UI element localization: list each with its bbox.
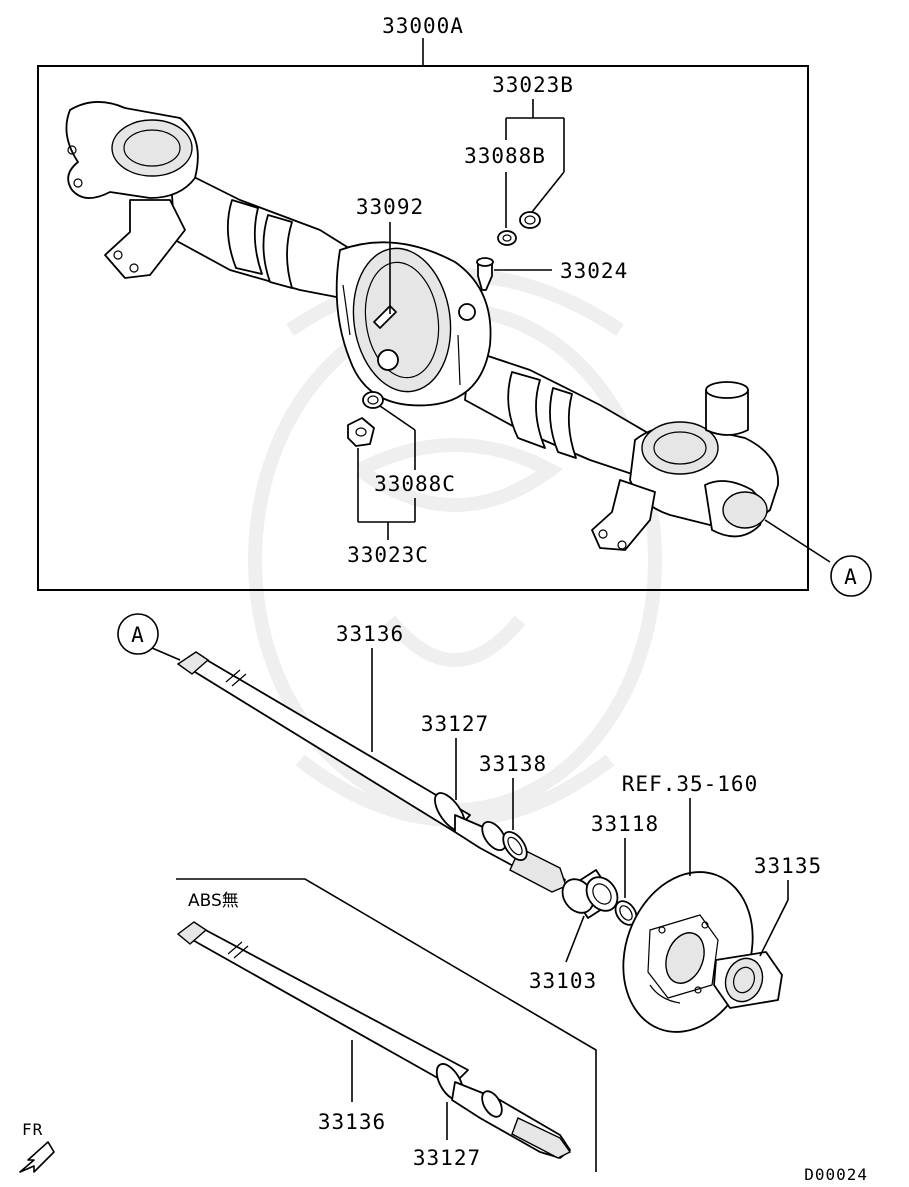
callout-33118: 33118	[591, 812, 659, 836]
svg-text:A: A	[131, 623, 145, 647]
brake-backing-plate	[622, 871, 754, 1033]
variant-label: ABS無	[188, 891, 239, 911]
callout-33136-upper: 33136	[336, 622, 404, 646]
callout-33127-upper: 33127	[421, 712, 489, 736]
callout-33135: 33135	[754, 854, 822, 878]
gasket-bottom	[362, 391, 384, 409]
callout-33023c: 33023C	[347, 543, 429, 567]
callout-33088c: 33088C	[374, 472, 456, 496]
callout-33023b: 33023B	[492, 73, 574, 97]
axle-shaft-lower	[176, 921, 572, 1159]
diagram-code: D00024	[804, 1165, 868, 1184]
callout-33138: 33138	[479, 752, 547, 776]
callout-33127-lower: 33127	[413, 1146, 481, 1170]
gasket-top	[497, 230, 517, 246]
direction-label: FR	[22, 1120, 43, 1139]
callout-ref-35-160: REF.35-160	[622, 772, 758, 796]
bearing-retainer-ring	[502, 831, 528, 861]
callout-33088b: 33088B	[464, 144, 546, 168]
callout-33136-lower: 33136	[318, 1110, 386, 1134]
connector-marker-left: A	[117, 613, 159, 655]
callout-33024: 33024	[560, 259, 628, 283]
drain-plug-bottom	[347, 417, 375, 447]
front-direction-arrow: FR	[19, 1120, 55, 1173]
callout-33092: 33092	[356, 195, 424, 219]
svg-text:A: A	[844, 565, 858, 589]
assembly-label: 33000A	[382, 14, 464, 38]
callout-33103: 33103	[529, 969, 597, 993]
axle-housing	[65, 101, 779, 551]
drain-plug-top	[519, 211, 541, 229]
arrow-icon	[19, 1141, 55, 1173]
connector-marker-top: A	[830, 555, 872, 597]
axle-bearing	[561, 869, 619, 919]
bearing-housing	[713, 951, 783, 1009]
